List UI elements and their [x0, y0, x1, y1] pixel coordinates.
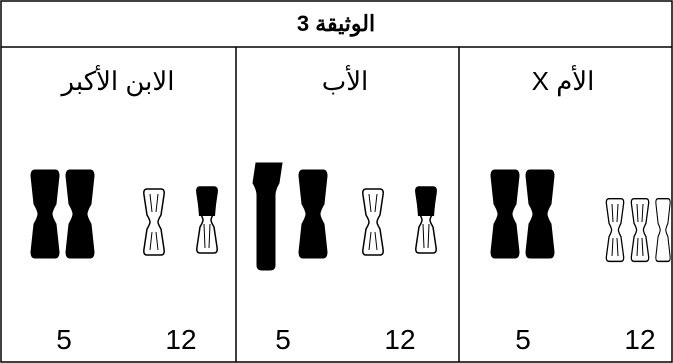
- father-label-5: 5: [275, 324, 291, 355]
- document-title: الوثيقة 3: [297, 11, 375, 37]
- father-chromosome-12-pair: [362, 186, 437, 256]
- son-chromosome-12-pair: [143, 186, 218, 256]
- son-label-12: 12: [165, 324, 196, 355]
- mother-label-12: 12: [624, 324, 655, 355]
- mother-label-5: 5: [515, 324, 531, 355]
- father-chromosome-5-pair: [252, 162, 328, 271]
- son-chromosome-5-pair: [30, 169, 95, 259]
- label-father: الأب: [322, 64, 369, 96]
- son-label-5: 5: [56, 324, 72, 355]
- label-eldest-son: الابن الأكبر: [60, 64, 175, 97]
- father-label-12: 12: [384, 324, 415, 355]
- mother-chromosome-5-pair: [490, 169, 555, 259]
- label-mother: الأم X: [532, 64, 595, 97]
- mother-chromosome-12-pair: [605, 197, 671, 263]
